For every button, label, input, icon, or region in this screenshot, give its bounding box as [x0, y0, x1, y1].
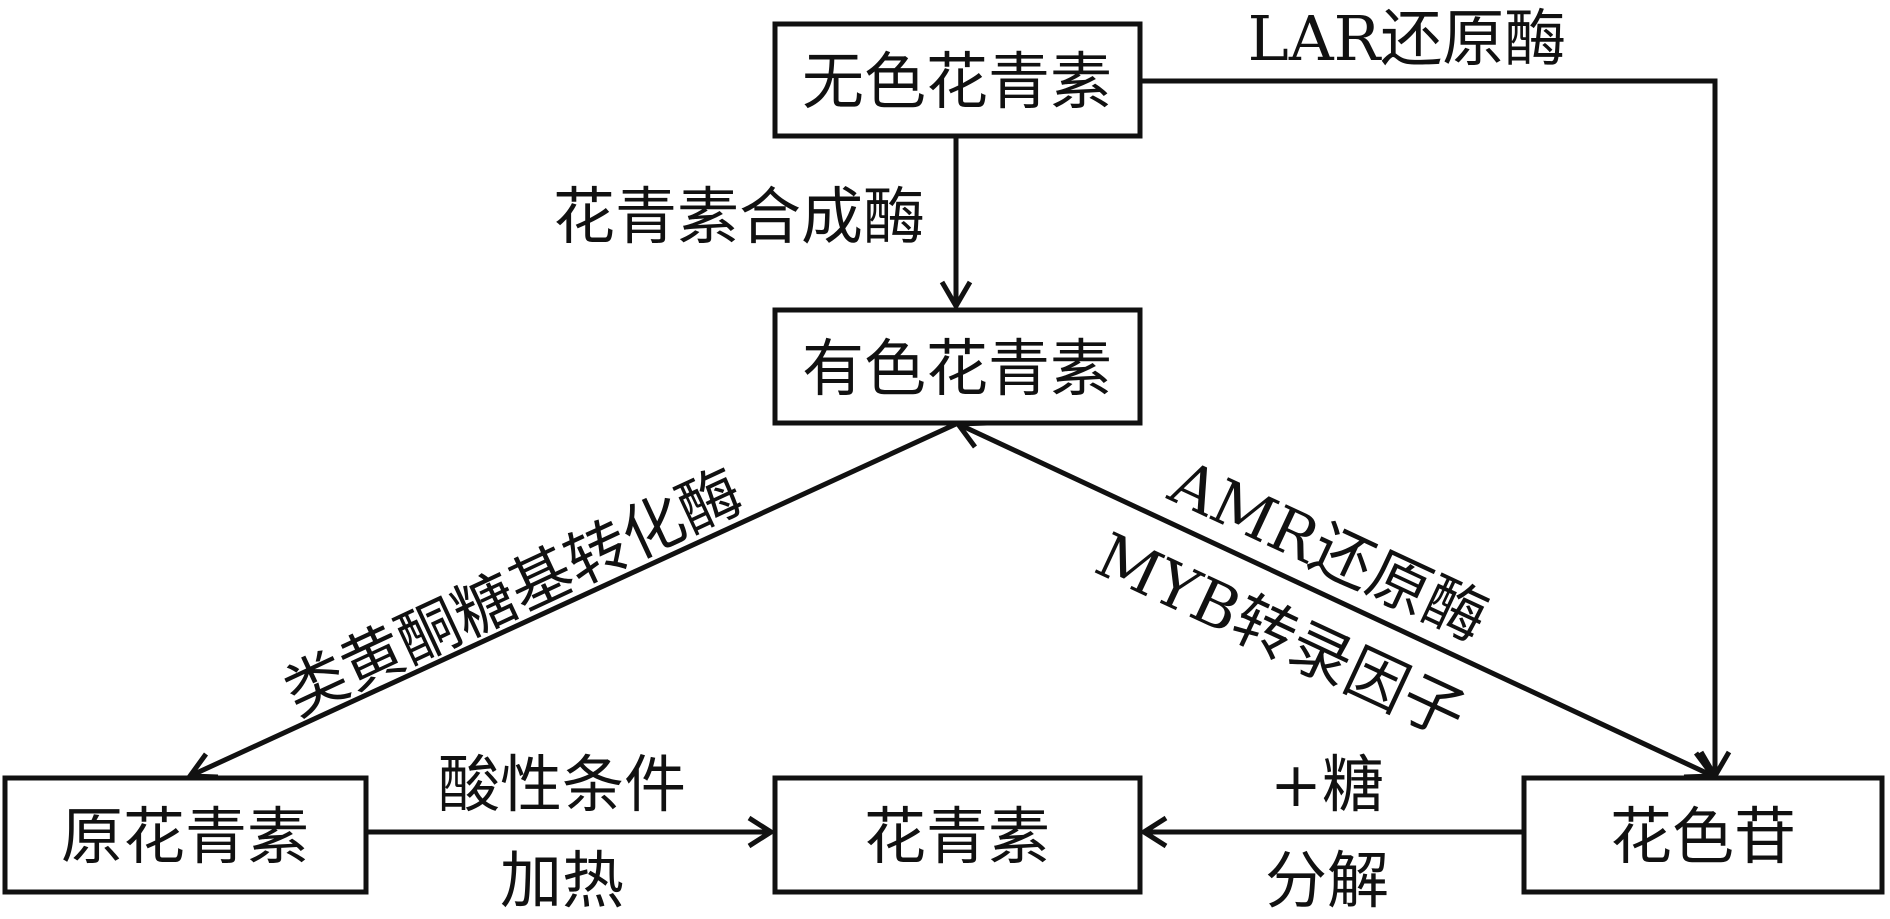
node-anthocyanidin: 花青素: [772, 775, 1143, 895]
arrowhead: [939, 280, 973, 311]
label-plus-sugar: +糖: [1270, 748, 1384, 821]
arrowhead: [747, 815, 776, 849]
label-decompose: 分解: [1265, 844, 1389, 917]
label-flavonoid-glycosyltransferase: 类黄酮糖基转化酶: [273, 455, 753, 731]
arrowhead: [1139, 815, 1168, 849]
label-anthocyanidin-synthase: 花青素合成酶: [553, 180, 925, 253]
node-label: 花色苷: [1610, 800, 1796, 873]
node-label: 原花青素: [61, 800, 309, 873]
node-anthocyanin: 花色苷: [1521, 775, 1885, 895]
node-colored-anthocyanidin: 有色花青素: [772, 307, 1143, 426]
label-lar-reductase: LAR还原酶: [1248, 2, 1567, 75]
node-proanthocyanidin: 原花青素: [2, 775, 369, 895]
arrow-colored-anthocyanin-bidirectional: [956, 421, 1715, 779]
arrow-leuco-to-anthocyanin: [1140, 78, 1718, 776]
node-leucoanthocyanidin: 无色花青素: [772, 21, 1143, 139]
node-label: 花青素: [864, 800, 1050, 873]
node-label: 有色花青素: [802, 332, 1112, 405]
label-heat: 加热: [500, 844, 624, 917]
arrow-colored-to-proanthocyanidin: [188, 421, 958, 779]
label-acid-condition: 酸性条件: [438, 748, 686, 821]
node-label: 无色花青素: [802, 45, 1112, 118]
